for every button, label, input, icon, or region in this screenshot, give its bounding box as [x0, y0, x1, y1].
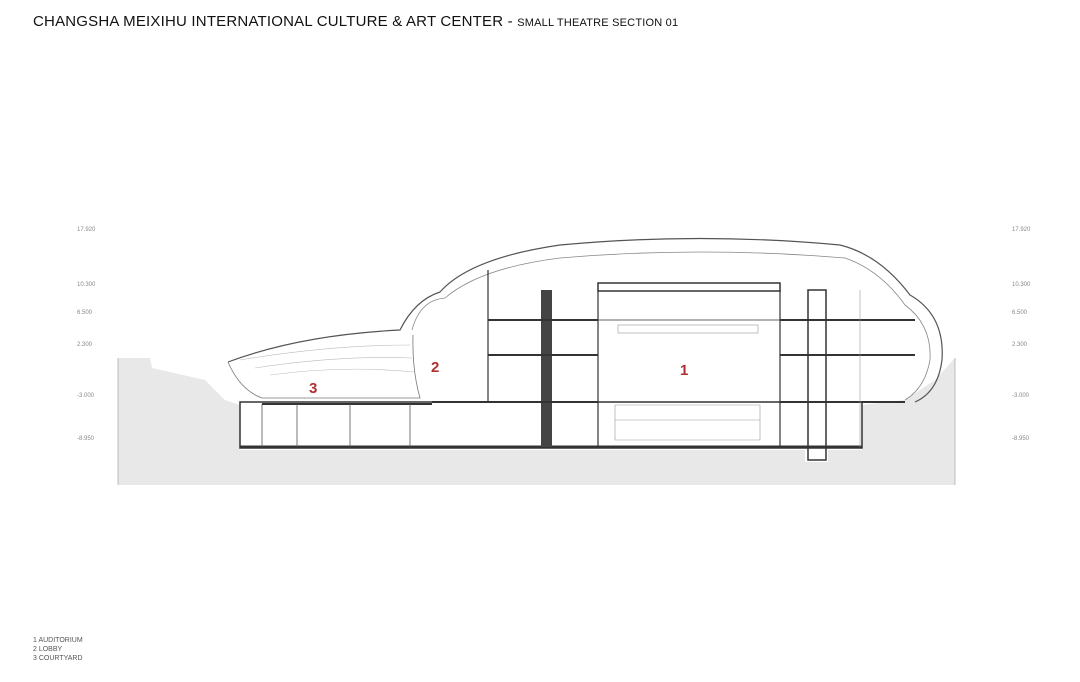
level-label: 10.300: [1012, 282, 1031, 288]
basement-columns: [261, 404, 411, 447]
level-label: 6.500: [77, 310, 93, 316]
core-wall-left: [541, 290, 552, 447]
level-label: -8.950: [77, 436, 95, 442]
space-label-lobby: 2: [431, 359, 439, 376]
floor-slabs: [432, 319, 915, 403]
title-main: CHANGSHA MEIXIHU INTERNATIONAL CULTURE &…: [33, 13, 518, 30]
legend-item: 3 COURTYARD: [33, 655, 83, 662]
level-label: 17.920: [1012, 227, 1031, 233]
shell-inner: [411, 251, 931, 401]
drawing-title: CHANGSHA MEIXIHU INTERNATIONAL CULTURE &…: [33, 13, 678, 30]
canopy: [227, 334, 421, 399]
legend-item: 1 AUDITORIUM: [33, 637, 83, 644]
level-label: -3.000: [77, 393, 95, 399]
legend-item: 2 LOBBY: [33, 646, 63, 653]
legend: 1 AUDITORIUM 2 LOBBY 3 COURTYARD: [33, 636, 83, 663]
canopy-lines: [239, 344, 415, 376]
building-shell: [227, 237, 943, 403]
ground: [118, 358, 955, 485]
level-label: 10.300: [77, 282, 96, 288]
title-sub: SMALL THEATRE SECTION 01: [517, 17, 679, 29]
levels-left: 17.920 10.300 6.500 2.300 -3.000 -8.950: [77, 227, 96, 442]
auditorium-details: [614, 290, 861, 447]
level-label: 6.500: [1012, 310, 1028, 316]
level-label: 2.300: [1012, 342, 1028, 348]
level-label: 17.920: [77, 227, 96, 233]
core-right: [807, 289, 827, 461]
fly-tower-roof: [597, 282, 781, 292]
level-label: -8.950: [1012, 436, 1030, 442]
level-label: -3.000: [1012, 393, 1030, 399]
space-label-auditorium: 1: [680, 362, 688, 379]
levels-right: 17.920 10.300 6.500 2.300 -3.000 -8.950: [1012, 227, 1031, 442]
space-label-courtyard: 3: [309, 380, 317, 397]
level-label: 2.300: [77, 342, 93, 348]
